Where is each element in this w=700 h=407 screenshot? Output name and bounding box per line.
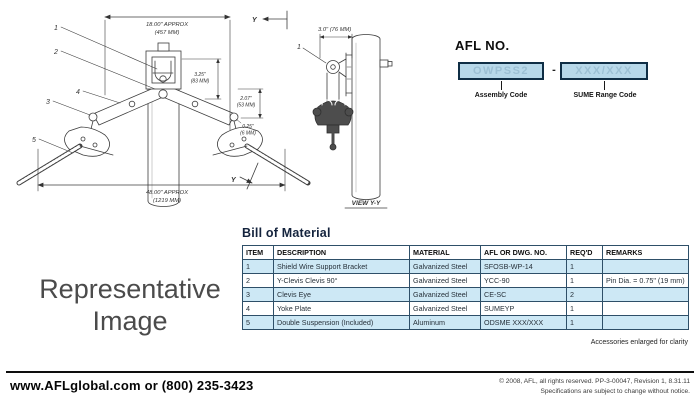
dim-207-label: 2.07" xyxy=(239,96,252,102)
col-description: DESCRIPTION xyxy=(273,245,410,260)
dim-207 xyxy=(235,88,264,124)
cell-reqd: 1 xyxy=(566,259,603,274)
side-dim-label: 3.0" (76 MM) xyxy=(318,27,351,33)
cell-item: 2 xyxy=(242,273,274,288)
dim-207-mm-label: (53 MM) xyxy=(237,103,256,109)
copyright-line2: Specifications are subject to change wit… xyxy=(540,388,690,396)
bom-title: Bill of Material xyxy=(242,226,331,240)
callout-4: 4 xyxy=(76,89,80,96)
afl-no-section: AFL NO. OWPSS2 - XXX/XXX Assembly Code S… xyxy=(455,38,665,108)
col-item: ITEM xyxy=(242,245,274,260)
callout-3: 3 xyxy=(46,99,50,106)
cell-reqd: 1 xyxy=(566,273,603,288)
representative-image-line1: Representative xyxy=(39,274,221,304)
col-reqd: REQ'D xyxy=(566,245,603,260)
top-dimension xyxy=(104,14,231,131)
bottom-dim-mm-label: (1219 MM) xyxy=(153,198,181,204)
cell-description: Shield Wire Support Bracket xyxy=(273,259,410,274)
accessories-note: Accessories enlarged for clarity xyxy=(590,339,688,346)
table-row: 5 Double Suspension (Included) Aluminum … xyxy=(242,315,689,330)
pole-side-view xyxy=(351,34,393,200)
cable-right xyxy=(212,143,311,186)
callout-2: 2 xyxy=(53,49,58,56)
representative-image-line2: Image xyxy=(92,305,168,336)
axis-label-bottom: Y xyxy=(231,177,237,184)
side-bracket-assembly xyxy=(326,52,353,107)
cell-reqd: 1 xyxy=(566,315,603,330)
cell-description: Double Suspension (Included) xyxy=(273,315,410,330)
cell-remarks xyxy=(602,301,689,316)
col-material: MATERIAL xyxy=(409,245,481,260)
cell-afl-dwg-no: YCC-90 xyxy=(480,273,567,288)
cell-remarks: Pin Dia. = 0.75" (19 mm) xyxy=(602,273,689,288)
dim-025-mm-label: (6 MM) xyxy=(240,131,256,137)
cell-reqd: 2 xyxy=(566,287,603,302)
section-marker-top xyxy=(262,10,288,30)
side-suspension-clamp xyxy=(312,99,354,151)
bottom-dimension xyxy=(37,148,286,192)
bom-table: ITEM DESCRIPTION MATERIAL AFL OR DWG. NO… xyxy=(242,245,689,330)
side-dimension xyxy=(319,33,353,59)
assembly-code-leader-line xyxy=(501,81,502,90)
cell-afl-dwg-no: SFOSB-WP-14 xyxy=(480,259,567,274)
range-code-leader-line xyxy=(604,81,605,90)
cell-description: Y-Clevis Clevis 90° xyxy=(273,273,410,288)
assembly-code-label: Assembly Code xyxy=(474,92,528,99)
bill-of-material-section: Bill of Material ITEM DESCRIPTION MATERI… xyxy=(242,226,689,346)
callout-5: 5 xyxy=(32,137,36,144)
afl-no-title: AFL NO. xyxy=(455,38,510,53)
section-marker-bottom xyxy=(239,162,259,190)
table-row: 3 Clevis Eye Galvanized Steel CE-SC 2 xyxy=(242,287,689,302)
cell-material: Galvanized Steel xyxy=(409,273,481,288)
cell-item: 1 xyxy=(242,259,274,274)
dim-325-label: 3.25" xyxy=(194,72,206,78)
range-code-label: SUME Range Code xyxy=(573,92,637,99)
side-callout-1: 1 xyxy=(297,44,301,51)
cell-description: Yoke Plate xyxy=(273,301,410,316)
col-remarks: REMARKS xyxy=(602,245,689,260)
cable-left xyxy=(16,143,114,186)
cell-material: Galvanized Steel xyxy=(409,259,481,274)
assembly-code-box: OWPSS2 xyxy=(458,62,544,80)
callout-1: 1 xyxy=(54,25,58,32)
copyright-line1: © 2008, AFL, all rights reserved. PP-3-0… xyxy=(499,378,690,385)
footer-contact: www.AFLglobal.com or (800) 235-3423 xyxy=(10,378,254,393)
range-code-box: XXX/XXX xyxy=(560,62,648,80)
table-row: 1 Shield Wire Support Bracket Galvanized… xyxy=(242,259,689,274)
cell-item: 3 xyxy=(242,287,274,302)
shield-wire-support-bracket xyxy=(145,42,182,99)
cell-material: Galvanized Steel xyxy=(409,287,481,302)
code-separator: - xyxy=(552,64,556,76)
cell-afl-dwg-no: ODSME XXX/XXX xyxy=(480,315,567,330)
axis-label-top: Y xyxy=(252,17,258,24)
table-row: 4 Yoke Plate Galvanized Steel SUMEYP 1 xyxy=(242,301,689,316)
table-row: 2 Y-Clevis Clevis 90° Galvanized Steel Y… xyxy=(242,273,689,288)
cell-description: Clevis Eye xyxy=(273,287,410,302)
top-dim-mm-label: (457 MM) xyxy=(155,30,180,36)
footer-divider xyxy=(6,371,694,373)
cell-reqd: 1 xyxy=(566,301,603,316)
technical-drawing: 18.00" APPROX (457 MM) Y Y 1 2 3 4 5 3.2… xyxy=(16,10,393,209)
dim-325-mm-label: (83 MM) xyxy=(191,79,210,85)
col-afl-dwg-no: AFL OR DWG. NO. xyxy=(480,245,567,260)
cell-item: 4 xyxy=(242,301,274,316)
top-dim-label: 18.00" APPROX xyxy=(146,22,189,28)
cell-remarks xyxy=(602,259,689,274)
cell-remarks xyxy=(602,315,689,330)
cell-afl-dwg-no: CE-SC xyxy=(480,287,567,302)
cell-remarks xyxy=(602,287,689,302)
footer-copyright: © 2008, AFL, all rights reserved. PP-3-0… xyxy=(499,377,690,397)
dim-325 xyxy=(181,58,222,100)
cell-material: Galvanized Steel xyxy=(409,301,481,316)
view-yy-label: VIEW Y-Y xyxy=(352,200,381,207)
bottom-dim-label: 48.00" APPROX xyxy=(146,190,189,196)
cell-afl-dwg-no: SUMEYP xyxy=(480,301,567,316)
representative-image-label: Representative Image xyxy=(16,274,244,338)
cell-material: Aluminum xyxy=(409,315,481,330)
bom-header-row: ITEM DESCRIPTION MATERIAL AFL OR DWG. NO… xyxy=(242,245,689,260)
cell-item: 5 xyxy=(242,315,274,330)
dim-025-label: 0.25" xyxy=(242,124,254,130)
